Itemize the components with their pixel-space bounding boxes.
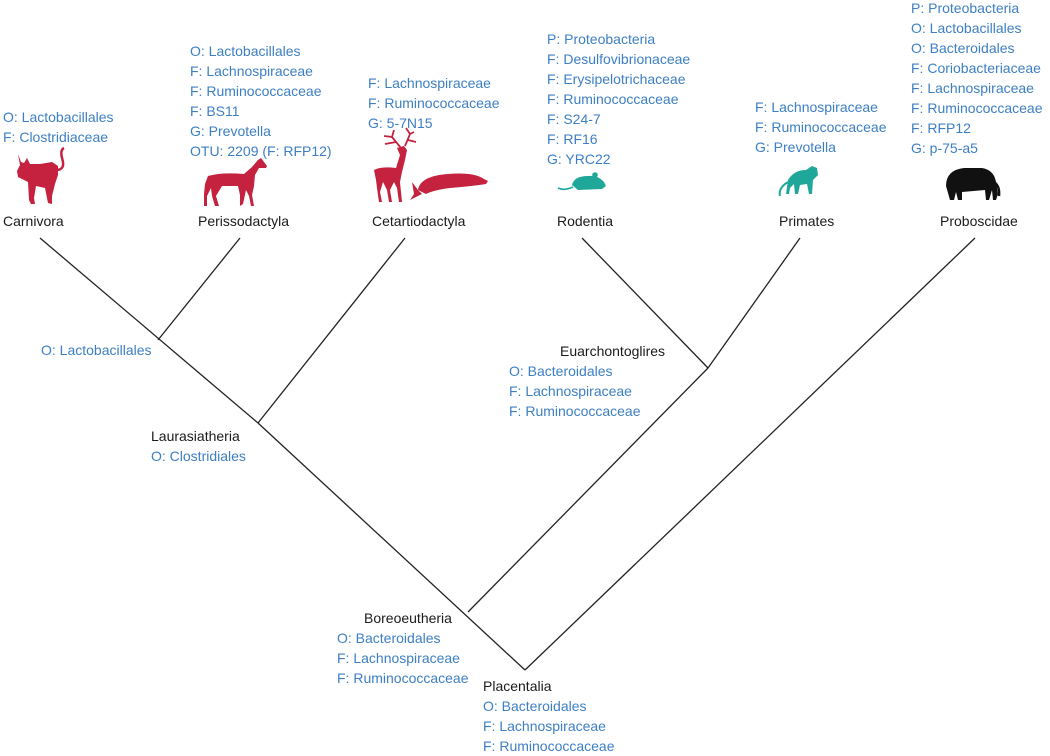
taxon: F: Lachnospiraceae: [755, 99, 878, 115]
taxon: O: Lactobacillales: [190, 43, 301, 59]
taxon: F: Desulfovibrionaceae: [547, 51, 691, 67]
node-name: Placentalia: [483, 678, 552, 694]
node-name: Euarchontoglires: [560, 343, 666, 359]
taxon: G: Prevotella: [190, 123, 271, 139]
cat-icon: [17, 146, 65, 204]
taxon: O: Lactobacillales: [911, 20, 1022, 36]
taxon: F: Ruminococcaceae: [509, 403, 641, 419]
taxon: O: Lactobacillales: [3, 109, 114, 125]
taxa-carnivora: O: Lactobacillales F: Clostridiaceae: [3, 107, 114, 147]
leaf-name-primates: Primates: [779, 213, 835, 229]
taxon: F: Ruminococcaceae: [755, 119, 887, 135]
taxon: F: BS11: [190, 103, 240, 119]
taxon: O: Bacteroidales: [911, 40, 1015, 56]
taxon: G: Prevotella: [755, 139, 836, 155]
taxon: P: Proteobacteria: [911, 0, 1020, 16]
taxa-cetartiodactyla: F: Lachnospiraceae F: Ruminococcaceae G:…: [368, 73, 500, 133]
taxon: F: Erysipelotrichaceae: [547, 71, 686, 87]
branch-proboscidae: [524, 237, 976, 671]
taxon: O: Bacteroidales: [337, 630, 441, 646]
branch-rodentia: [581, 237, 709, 369]
taxon: O: Bacteroidales: [483, 698, 587, 714]
node-laurasiatheria: Laurasiatheria O: Clostridiales: [151, 426, 246, 466]
taxon: F: Ruminococcaceae: [368, 95, 500, 111]
taxon: O: Lactobacillales: [41, 342, 152, 358]
mouse-icon: [557, 172, 606, 191]
elephant-icon: [946, 168, 1001, 200]
taxon: F: Coriobacteriaceae: [911, 60, 1041, 76]
branch-euarchontoglires: [467, 367, 709, 613]
leaf-name-carnivora: Carnivora: [3, 213, 64, 229]
taxon: F: Lachnospiraceae: [337, 650, 460, 666]
taxa-rodentia: P: Proteobacteria F: Desulfovibrionaceae…: [547, 29, 690, 169]
taxon: O: Bacteroidales: [509, 363, 613, 379]
leaf-name-perissodactyla: Perissodactyla: [198, 213, 290, 229]
taxon: F: Lachnospiraceae: [911, 80, 1034, 96]
branch-laurasiatheria: [257, 422, 526, 671]
taxon: F: Ruminococcaceae: [483, 738, 615, 754]
node-name: Laurasiatheria: [151, 428, 240, 444]
node-euarchontoglires: Euarchontoglires O: Bacteroidales F: Lac…: [509, 341, 665, 421]
taxon: F: S24-7: [547, 111, 601, 127]
taxon: G: YRC22: [547, 151, 611, 167]
taxon: F: RF16: [547, 131, 598, 147]
leaf-name-proboscidae: Proboscidae: [940, 213, 1018, 229]
taxon: G: 5-7N15: [368, 115, 433, 131]
taxon: F: Lachnospiraceae: [368, 75, 491, 91]
taxa-proboscidae: P: Proteobacteria O: Lactobacillales O: …: [911, 0, 1043, 158]
leaf-name-rodentia: Rodentia: [557, 213, 614, 229]
taxon: F: Clostridiaceae: [3, 129, 109, 145]
branch-cetartiodactyla: [257, 237, 406, 424]
branch-perissodactyla: [157, 237, 241, 341]
deer-icon: [374, 127, 417, 202]
horse-icon: [204, 158, 267, 206]
taxon: F: Ruminococcaceae: [190, 83, 322, 99]
branch-primates: [707, 237, 801, 369]
taxa-perissodactyla: O: Lactobacillales F: Lachnospiraceae F:…: [190, 41, 332, 161]
taxon: F: Ruminococcaceae: [337, 670, 469, 686]
taxon: OTU: 2209 (F: RFP12): [190, 143, 332, 159]
taxon: F: Lachnospiraceae: [190, 63, 313, 79]
branch-carnivora: [39, 237, 259, 424]
taxon: F: RFP12: [911, 120, 971, 136]
taxon: F: Lachnospiraceae: [509, 383, 632, 399]
taxon: F: Lachnospiraceae: [483, 718, 606, 734]
taxon: F: Ruminococcaceae: [911, 100, 1043, 116]
node-name: Boreoeutheria: [364, 610, 452, 626]
taxa-carnivora-perissodactyla-node: O: Lactobacillales: [41, 340, 152, 360]
taxon: P: Proteobacteria: [547, 31, 656, 47]
taxa-primates: F: Lachnospiraceae F: Ruminococcaceae G:…: [755, 97, 887, 157]
leaf-name-cetartiodactyla: Cetartiodactyla: [372, 213, 466, 229]
monkey-icon: [778, 166, 818, 197]
taxon: O: Clostridiales: [151, 448, 246, 464]
node-boreoeutheria: Boreoeutheria O: Bacteroidales F: Lachno…: [337, 608, 469, 688]
whale-icon: [410, 173, 488, 200]
node-placentalia: Placentalia O: Bacteroidales F: Lachnosp…: [483, 676, 615, 756]
taxon: G: p-75-a5: [911, 140, 978, 156]
taxon: F: Ruminococcaceae: [547, 91, 679, 107]
